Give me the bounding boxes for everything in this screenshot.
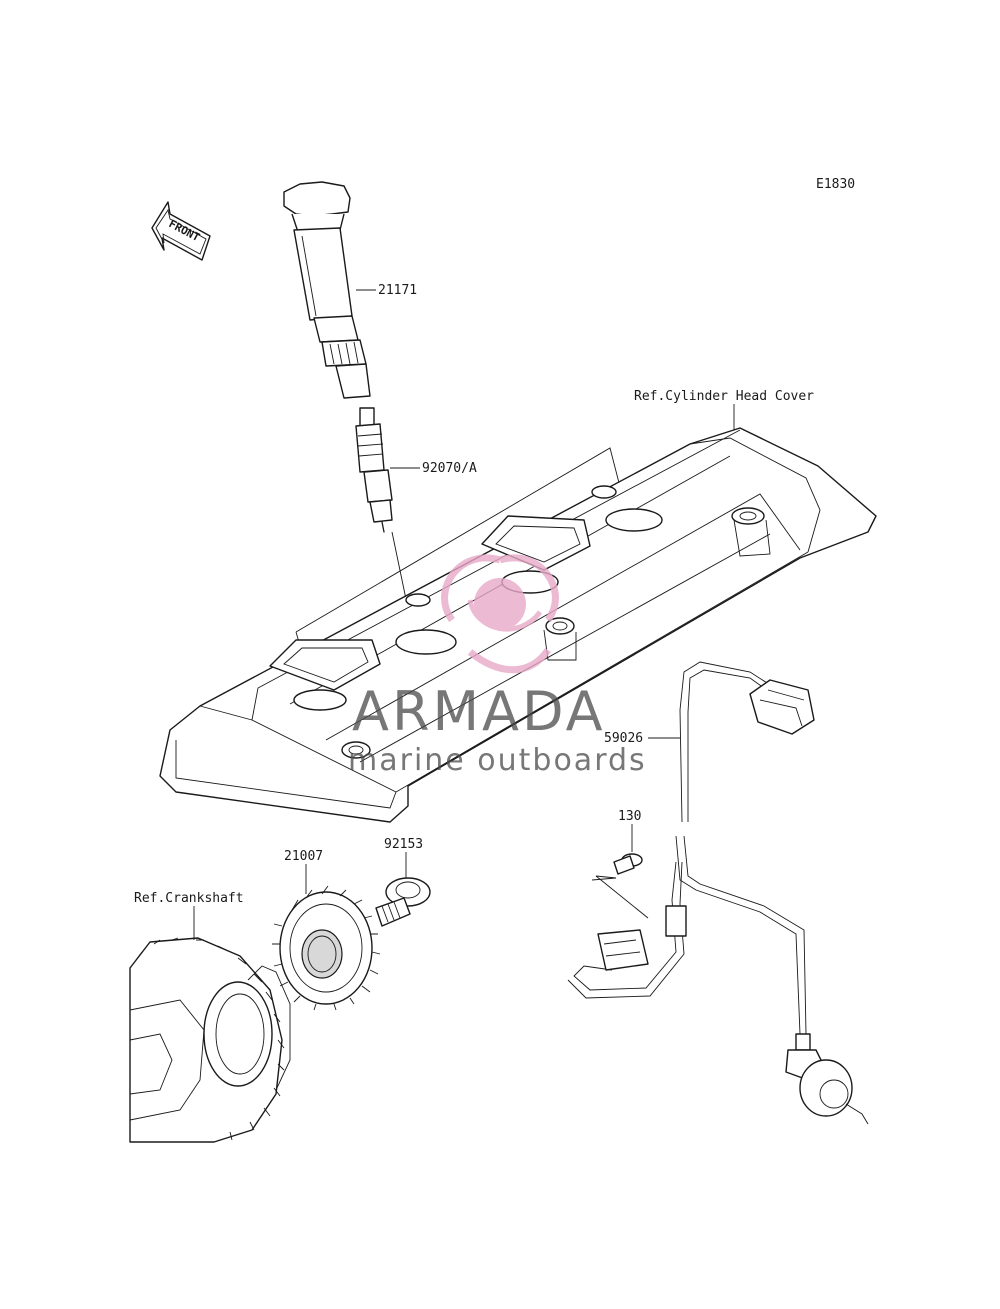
wiring-harness	[567, 661, 869, 1125]
watermark-brand: ARMADA	[352, 680, 606, 743]
label-bolt: 92153	[384, 837, 423, 852]
label-ignition-coil: 21171	[378, 283, 417, 298]
diagram-code: E1830	[816, 177, 855, 192]
crankshaft	[129, 937, 291, 1143]
label-wiring-harness: 59026	[604, 731, 643, 746]
watermark-logo	[441, 554, 559, 674]
label-spark-plug: 92070/A	[422, 461, 477, 476]
label-bolt-small: 130	[618, 809, 641, 824]
spark-plug	[355, 407, 393, 533]
rotor	[272, 885, 381, 1011]
bolt	[375, 877, 431, 927]
label-cylinder-head-cover: Ref.Cylinder Head Cover	[634, 389, 814, 404]
front-arrow-icon	[151, 201, 211, 261]
bolt-small	[613, 853, 643, 875]
label-crankshaft: Ref.Crankshaft	[134, 891, 244, 906]
label-rotor: 21007	[284, 849, 323, 864]
ignition-coil	[283, 181, 371, 399]
watermark-tagline: marine outboards	[348, 743, 647, 778]
